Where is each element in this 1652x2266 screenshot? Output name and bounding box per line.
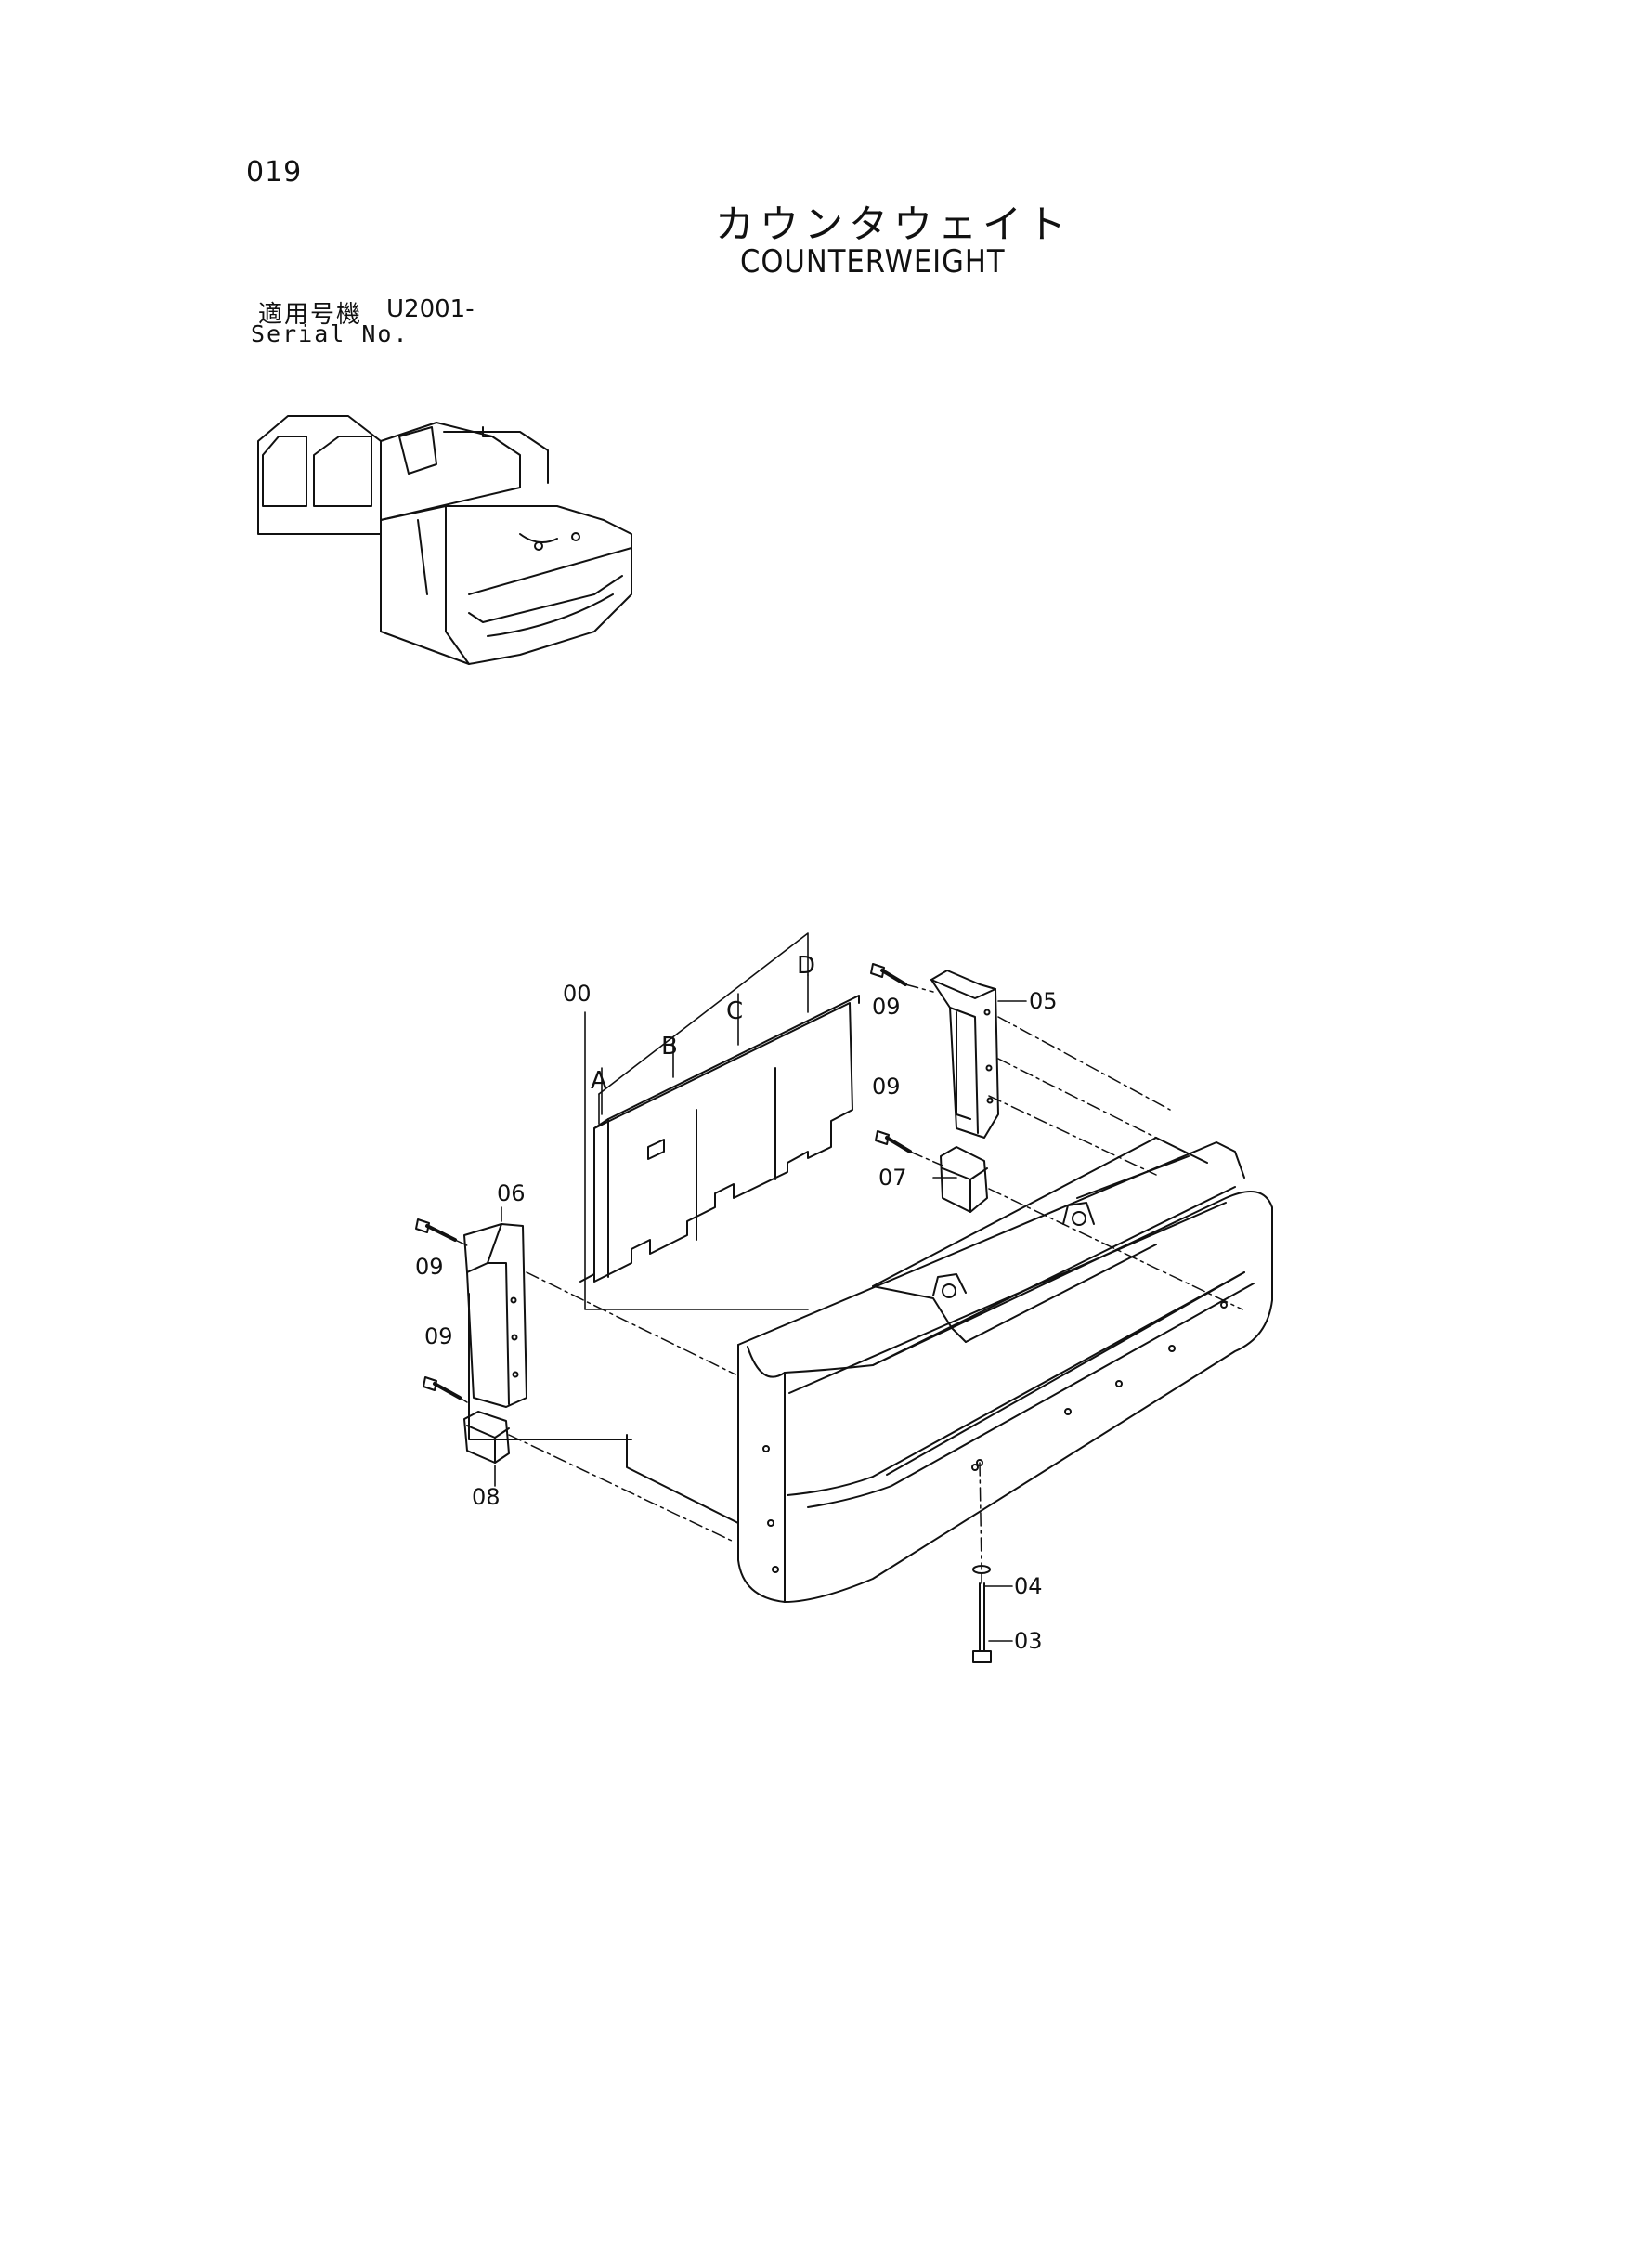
section-letter-a: A: [591, 1067, 607, 1095]
callout-09-d: 09: [424, 1323, 453, 1349]
page-title-en: COUNTERWEIGHT: [740, 243, 1006, 280]
page-title-jp: カウンタウェイト: [715, 202, 1073, 247]
callout-09-b: 09: [872, 1074, 901, 1100]
callout-00: 00: [563, 981, 592, 1007]
callout-05: 05: [1029, 988, 1058, 1014]
callout-07: 07: [878, 1165, 907, 1191]
serial-label-jp: 適用号機: [258, 301, 363, 329]
serial-value: U2001-: [386, 295, 475, 323]
callout-08: 08: [472, 1484, 501, 1510]
part-06-bracket: [463, 1223, 527, 1408]
assembly-dash-lines: [454, 983, 1243, 1584]
callout-leaders: [494, 1000, 1027, 1642]
callout-04: 04: [1014, 1573, 1043, 1599]
section-letter-d: D: [797, 952, 815, 980]
part-08-bracket: [463, 1411, 510, 1464]
counterweight-illustration: [468, 1137, 1273, 1603]
part-05-bracket: [930, 970, 999, 1139]
callout-03: 03: [1014, 1628, 1043, 1654]
callout-09-c: 09: [415, 1254, 444, 1280]
counterweight-plate-assembly: [579, 995, 860, 1283]
serial-label-en: Serial No.: [251, 320, 410, 347]
bolt-09-icons: [415, 963, 912, 1400]
callout-06: 06: [497, 1180, 526, 1206]
excavator-location-icon: [257, 415, 632, 665]
section-letter-c: C: [726, 997, 743, 1025]
part-07-bracket: [940, 1146, 988, 1213]
page-number: 019: [246, 156, 303, 189]
callout-09-a: 09: [872, 994, 901, 1020]
section-letter-b: B: [661, 1033, 678, 1061]
section-leaders: [584, 932, 809, 1310]
